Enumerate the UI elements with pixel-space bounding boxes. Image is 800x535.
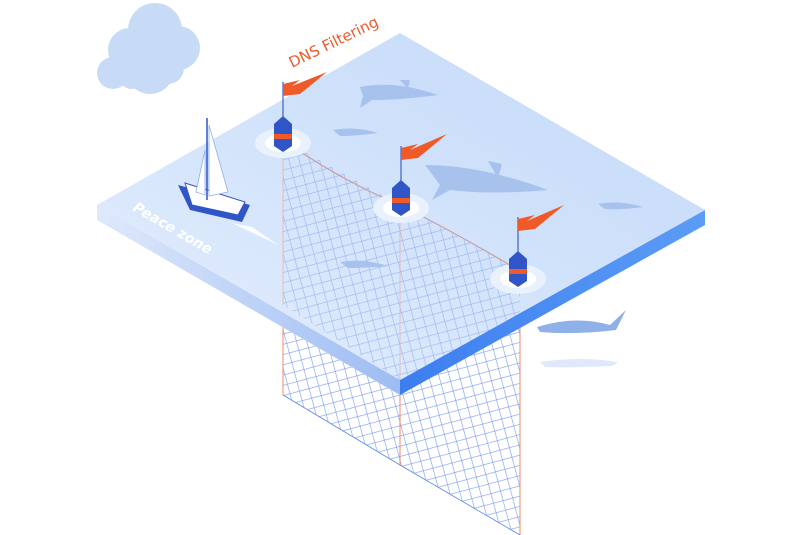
flag-icon bbox=[518, 205, 564, 231]
shark-icon bbox=[537, 310, 626, 334]
buoy-icon bbox=[255, 72, 327, 158]
shark-icon bbox=[333, 80, 643, 268]
shark-icon bbox=[540, 359, 618, 368]
sailboat-icon bbox=[178, 118, 278, 245]
cloud-icon bbox=[97, 3, 200, 94]
buoy-icon bbox=[373, 134, 447, 223]
net-through-water bbox=[282, 140, 520, 380]
flag-icon bbox=[283, 72, 327, 96]
flag-icon bbox=[401, 134, 447, 160]
buoy-icon bbox=[490, 205, 564, 294]
